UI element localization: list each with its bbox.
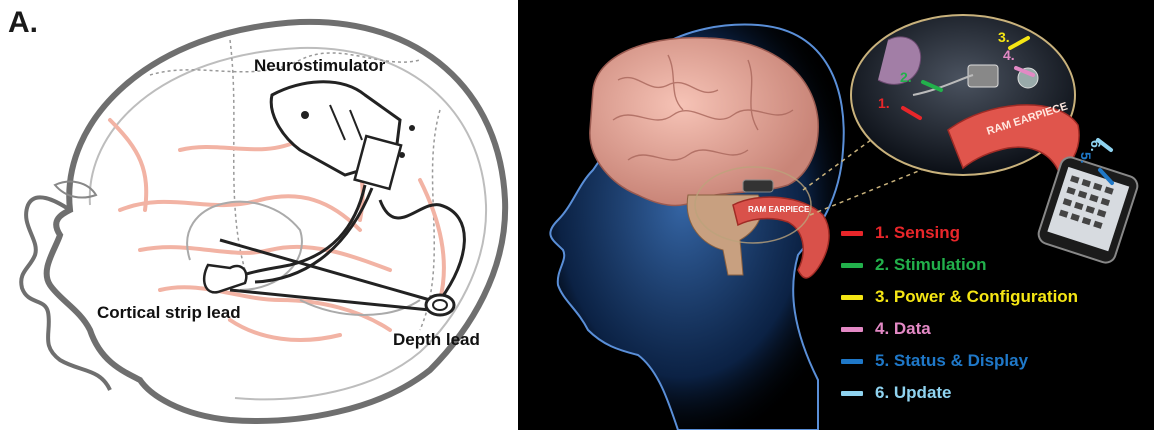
legend-swatch <box>841 295 863 300</box>
arrow-label-6: 6. <box>1088 140 1104 152</box>
legend-swatch <box>841 391 863 396</box>
legend-swatch <box>841 231 863 236</box>
neurostimulator-device <box>271 82 415 189</box>
legend-swatch <box>841 327 863 332</box>
channel-legend: 1. Sensing 2. Stimulation 3. Power & Confi… <box>841 217 1078 409</box>
legend-label: 5. Status & Display <box>875 351 1028 371</box>
neurostimulator-label: Neurostimulator <box>254 56 385 76</box>
arrow-label-5: 5. <box>1078 152 1094 164</box>
head-illustration-panel: A. Neurostimulator Cortical strip lead D… <box>0 0 518 430</box>
legend-item: 4. Data <box>841 313 1078 345</box>
arrow-label-1: 1. <box>878 95 890 111</box>
legend-item: 5. Status & Display <box>841 345 1078 377</box>
cortical-strip <box>204 265 246 292</box>
cortical-strip-lead-label: Cortical strip lead <box>97 303 241 323</box>
arrow-label-4: 4. <box>1003 47 1015 63</box>
legend-swatch <box>841 359 863 364</box>
legend-label: 2. Stimulation <box>875 255 986 275</box>
earpiece-text: RAM EARPIECE <box>748 205 810 214</box>
face-profile <box>21 197 110 390</box>
legend-label: 4. Data <box>875 319 931 339</box>
depth-lead-label: Depth lead <box>393 330 480 350</box>
legend-item: 3. Power & Configuration <box>841 281 1078 313</box>
legend-swatch <box>841 263 863 268</box>
system-diagram-panel: RAM EARPIECE RAM EARPIECE <box>518 0 1154 430</box>
legend-label: 6. Update <box>875 383 952 403</box>
arrow-label-2: 2. <box>900 69 912 85</box>
brain <box>590 38 818 206</box>
legend-label: 1. Sensing <box>875 223 960 243</box>
panel-label: A. <box>8 6 38 40</box>
legend-item: 2. Stimulation <box>841 249 1078 281</box>
legend-item: 1. Sensing <box>841 217 1078 249</box>
legend-label: 3. Power & Configuration <box>875 287 1078 307</box>
arrow-label-3: 3. <box>998 29 1010 45</box>
depth-lead-tip <box>426 295 454 315</box>
legend-item: 6. Update <box>841 377 1078 409</box>
